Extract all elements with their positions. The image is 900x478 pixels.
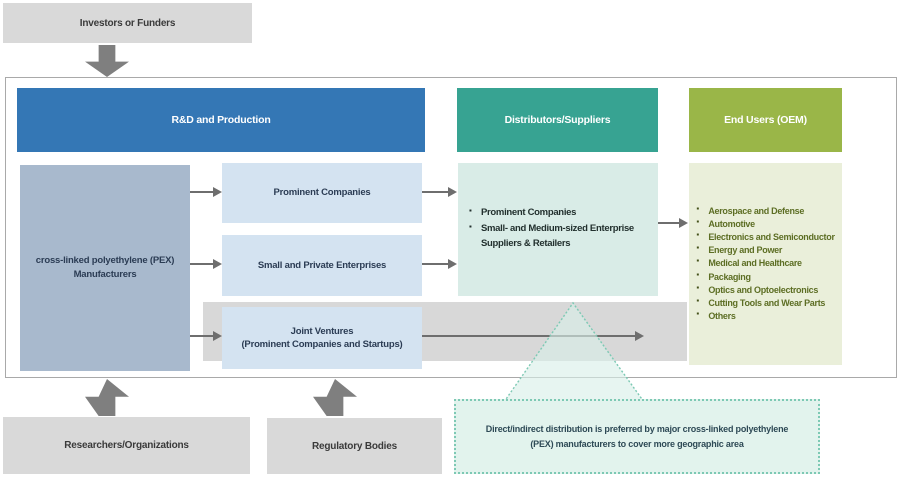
regulatory-box: Regulatory Bodies [267,418,442,474]
researchers-label: Researchers/Organizations [64,440,189,451]
arrow-up-regulatory-icon [313,379,357,416]
distributor-item: Small- and Medium-sized Enterprise Suppl… [469,221,647,251]
manufacturers-box: cross-linked polyethylene (PEX) Manufact… [20,165,190,371]
end-user-item: Others [696,309,834,322]
end-user-item: Medical and Healthcare [696,256,834,269]
distributors-list: Prominent Companies Small- and Medium-si… [469,205,647,252]
header-rnd-label: R&D and Production [171,114,271,126]
end-users-content-box: Aerospace and Defense Automotive Electro… [689,163,842,365]
small-private-enterprises-label: Small and Private Enterprises [257,259,387,271]
arrow-manufacturers-to-prominent-icon [190,187,222,197]
arrow-small-to-distributors-icon [422,259,457,269]
investors-label: Investors or Funders [79,17,176,29]
end-user-item: Automotive [696,217,834,230]
investors-box: Investors or Funders [3,3,252,43]
researchers-box: Researchers/Organizations [3,417,250,474]
arrow-manufacturers-to-small-icon [190,259,222,269]
joint-ventures-sub: (Prominent Companies and Startups) [241,339,403,350]
distributors-content-box: Prominent Companies Small- and Medium-si… [458,163,658,296]
arrow-down-investors-icon [85,45,129,77]
arrow-prominent-to-distributors-icon [422,187,457,197]
end-user-item: Optics and Optoelectronics [696,283,834,296]
regulatory-label: Regulatory Bodies [312,440,397,452]
arrow-up-researchers-icon [85,379,129,416]
end-user-item: Electronics and Semiconductor [696,230,835,243]
callout-text: Direct/indirect distribution is preferre… [485,424,789,449]
end-user-item: Aerospace and Defense [696,204,834,217]
header-distributors-suppliers: Distributors/Suppliers [457,88,658,152]
header-distributors-label: Distributors/Suppliers [504,114,611,126]
header-end-users-label: End Users (OEM) [724,114,807,126]
end-user-item: Cutting Tools and Wear Parts [696,296,834,309]
arrow-manufacturers-to-joint-icon [190,331,222,341]
small-private-enterprises-box: Small and Private Enterprises [222,235,422,296]
end-users-list: Aerospace and Defense Automotive Electro… [696,204,835,323]
callout-note: Direct/indirect distribution is preferre… [454,399,820,474]
distributor-item: Prominent Companies [469,205,647,221]
joint-ventures-label: Joint Ventures [290,325,354,337]
header-rnd-production: R&D and Production [17,88,425,152]
arrow-joint-to-end-users-icon [422,331,644,341]
prominent-companies-box: Prominent Companies [222,163,422,223]
header-end-users: End Users (OEM) [689,88,842,152]
prominent-companies-label: Prominent Companies [273,187,371,199]
arrow-distributors-to-end-users-icon [658,218,688,228]
joint-ventures-box: Joint Ventures (Prominent Companies and … [222,307,422,369]
end-user-item: Energy and Power [696,243,834,256]
manufacturers-label: cross-linked polyethylene (PEX) Manufact… [35,254,175,280]
end-user-item: Packaging [696,270,834,283]
